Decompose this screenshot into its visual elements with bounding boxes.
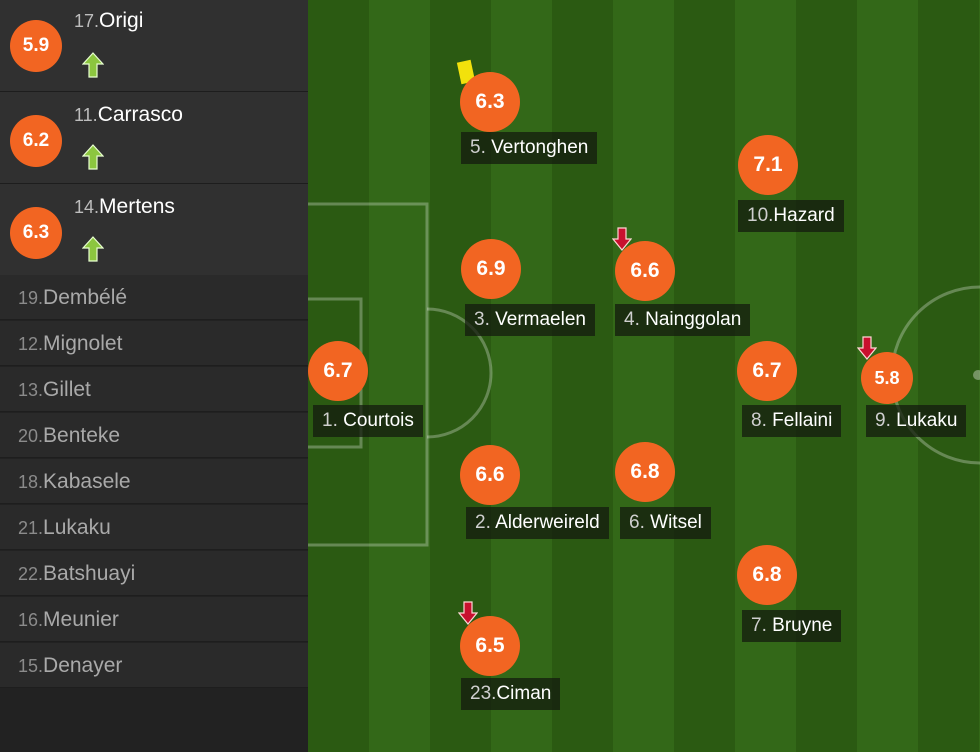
player-number: 1. xyxy=(322,410,338,431)
player-name: Meunier xyxy=(43,608,119,631)
player-number: 20. xyxy=(18,426,44,446)
player-label: 5. Vertonghen xyxy=(461,132,598,164)
rating-badge: 6.7 xyxy=(308,341,368,401)
player-number: 21. xyxy=(18,518,44,538)
player-number: 19. xyxy=(18,288,44,308)
rating-badge: 6.3 xyxy=(460,72,520,132)
pitch: 6.7 1. Courtois 6.3 5. Vertonghen 6.9 3.… xyxy=(308,0,980,752)
player-name: Courtois xyxy=(343,410,414,431)
player-number: 18. xyxy=(18,472,44,492)
arrow-down-icon xyxy=(458,601,478,625)
bench-row[interactable]: 15.Denayer xyxy=(0,643,308,688)
player-number: 5. xyxy=(470,137,486,158)
rating-badge: 6.2 xyxy=(10,115,62,167)
bench-row[interactable]: 19.Dembélé xyxy=(0,275,308,320)
player-label: 10.Hazard xyxy=(738,200,844,232)
player-name: Ciman xyxy=(496,683,552,704)
player-name: Nainggolan xyxy=(645,309,742,330)
player-number: 10. xyxy=(747,205,774,226)
player-number: 8. xyxy=(751,410,767,431)
arrow-up-icon xyxy=(82,52,104,78)
player-number: 4. xyxy=(624,309,640,330)
arrow-up-icon xyxy=(82,144,104,170)
player-number: 16. xyxy=(18,610,44,630)
rating-badge: 5.9 xyxy=(10,20,62,72)
player-name: Witsel xyxy=(650,512,702,533)
rating-badge: 6.9 xyxy=(461,239,521,299)
player-name: Fellaini xyxy=(772,410,833,431)
bench-row[interactable]: 20.Benteke xyxy=(0,413,308,458)
player-label: 23.Ciman xyxy=(461,678,561,710)
player-name-line: 17.Origi xyxy=(74,9,143,33)
player-name: Hazard xyxy=(773,205,835,226)
substitutes-panel: 5.9 17.Origi 6.2 11.Carrasco 6.3 14.Mert… xyxy=(0,0,308,752)
player-label: 9. Lukaku xyxy=(866,405,967,437)
player-label: 8. Fellaini xyxy=(742,405,842,437)
player-name: Lukaku xyxy=(43,516,111,539)
substitute-in-row-mertens[interactable]: 6.3 14.Mertens xyxy=(0,184,308,276)
rating-badge: 7.1 xyxy=(738,135,798,195)
player-name: Mignolet xyxy=(43,332,123,355)
player-number: 7. xyxy=(751,615,767,636)
bench-row[interactable]: 12.Mignolet xyxy=(0,321,308,366)
rating-badge: 6.5 xyxy=(460,616,520,676)
player-number: 14. xyxy=(74,197,100,217)
player-name: Origi xyxy=(99,9,144,32)
player-name: Mertens xyxy=(99,195,175,218)
bench-row[interactable]: 21.Lukaku xyxy=(0,505,308,550)
player-number: 2. xyxy=(475,512,491,533)
player-number: 23. xyxy=(470,683,497,704)
player-number: 12. xyxy=(18,334,44,354)
player-name: Benteke xyxy=(43,424,121,447)
player-label: 7. Bruyne xyxy=(742,610,842,642)
rating-badge: 6.7 xyxy=(737,341,797,401)
bench-row[interactable]: 16.Meunier xyxy=(0,597,308,642)
substitute-in-row-carrasco[interactable]: 6.2 11.Carrasco xyxy=(0,92,308,184)
player-name: Denayer xyxy=(43,654,123,677)
arrow-down-icon xyxy=(857,336,877,360)
rating-badge: 6.3 xyxy=(10,207,62,259)
player-name: Dembélé xyxy=(43,286,128,309)
player-number: 22. xyxy=(18,564,44,584)
arrow-up-icon xyxy=(82,236,104,262)
player-label: 2. Alderweireld xyxy=(466,507,609,539)
player-name: Bruyne xyxy=(772,615,833,636)
player-name: Gillet xyxy=(43,378,91,401)
player-label: 6. Witsel xyxy=(620,507,711,539)
player-label: 3. Vermaelen xyxy=(465,304,595,336)
rating-badge: 6.8 xyxy=(737,545,797,605)
rating-badge: 6.8 xyxy=(615,442,675,502)
player-name: Kabasele xyxy=(43,470,131,493)
player-number: 11. xyxy=(74,105,98,125)
player-number: 9. xyxy=(875,410,891,431)
player-name: Vertonghen xyxy=(491,137,589,158)
bench-row[interactable]: 13.Gillet xyxy=(0,367,308,412)
player-name-line: 11.Carrasco xyxy=(74,103,183,127)
player-number: 17. xyxy=(74,11,100,31)
player-name: Batshuayi xyxy=(43,562,136,585)
player-name: Vermaelen xyxy=(495,309,586,330)
player-label: 4. Nainggolan xyxy=(615,304,751,336)
rating-badge: 5.8 xyxy=(861,352,913,404)
substitute-in-row-origi[interactable]: 5.9 17.Origi xyxy=(0,0,308,92)
bench-row[interactable]: 18.Kabasele xyxy=(0,459,308,504)
player-name: Carrasco xyxy=(97,103,183,126)
player-name: Alderweireld xyxy=(495,512,600,533)
player-name-line: 14.Mertens xyxy=(74,195,175,219)
player-number: 13. xyxy=(18,380,44,400)
player-label: 1. Courtois xyxy=(313,405,423,437)
player-name: Lukaku xyxy=(896,410,958,431)
arrow-down-icon xyxy=(612,227,632,251)
player-number: 15. xyxy=(18,656,44,676)
bench-row[interactable]: 22.Batshuayi xyxy=(0,551,308,596)
rating-badge: 6.6 xyxy=(460,445,520,505)
player-number: 3. xyxy=(474,309,490,330)
player-number: 6. xyxy=(629,512,645,533)
rating-badge: 6.6 xyxy=(615,241,675,301)
